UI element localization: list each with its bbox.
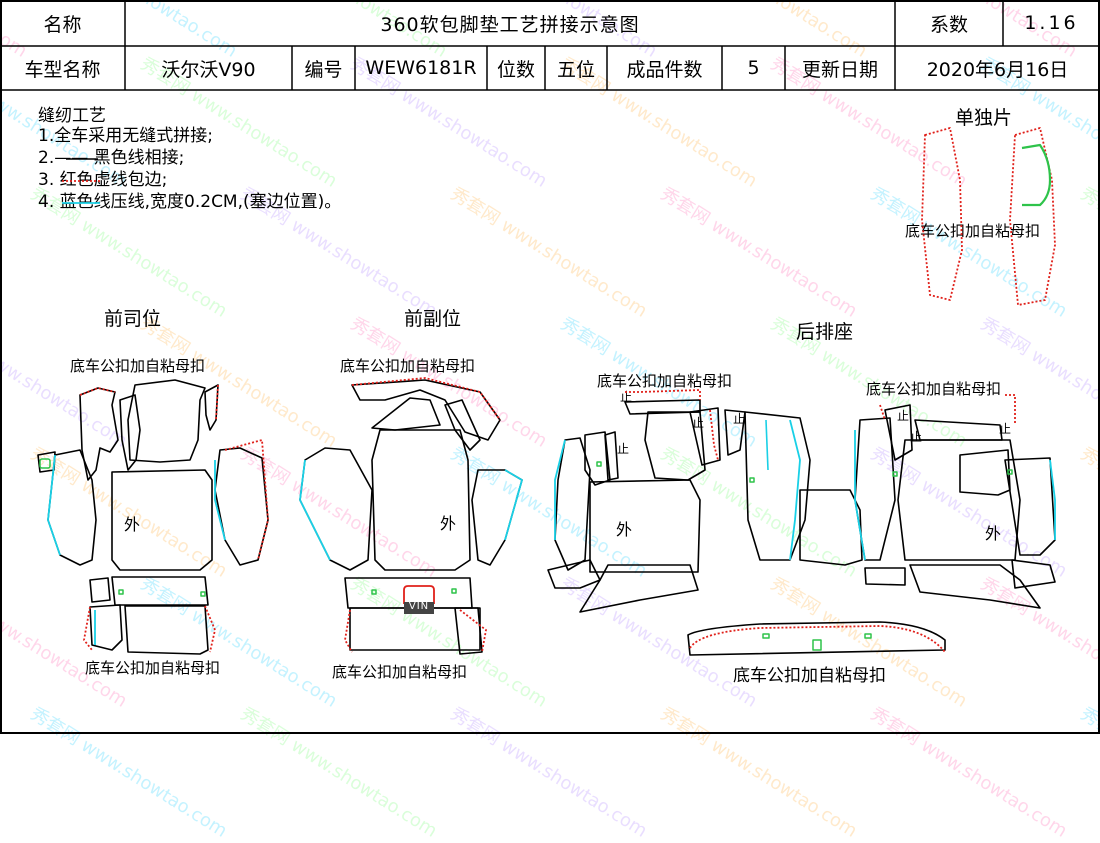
clip-label-passenger-top: 底车公扣加自粘母扣: [340, 357, 476, 375]
pieces-label: 成品件数: [626, 58, 703, 81]
watermark-url: www.showtao.com: [707, 735, 861, 842]
date-label: 更新日期: [801, 58, 878, 81]
coef-label: 系数: [929, 13, 968, 36]
stop-mark-4: 止: [733, 412, 746, 426]
code-value: WEW6181R: [365, 57, 477, 79]
vin-plate: [404, 602, 434, 614]
model-value: 沃尔沃V90: [161, 58, 256, 81]
pieces-value: 5: [747, 57, 760, 79]
process-item-2: 2.—— 黑色线相接;: [38, 148, 185, 168]
section-single: 单独片: [955, 107, 1013, 129]
clip-label-rear-bottom: 底车公扣加自粘母扣: [733, 666, 886, 686]
watermark-url: www.showtao.com: [497, 735, 651, 842]
outer-mark-rear-left: 外: [616, 520, 633, 539]
seats-value: 五位: [556, 58, 595, 81]
process-item-1: 1.全车采用无缝式拼接;: [38, 126, 213, 146]
header-grid: [0, 0, 1100, 734]
process-item-3: 3. 红色虚线包边;: [38, 170, 168, 190]
coef-value: 1.16: [1024, 12, 1079, 34]
stop-mark-2: 止: [617, 442, 630, 456]
outer-mark-driver: 外: [124, 515, 141, 534]
watermark-url: www.showtao.com: [917, 735, 1071, 842]
clip-label-rear-left: 底车公扣加自粘母扣: [597, 372, 733, 390]
clip-label-driver-bottom: 底车公扣加自粘母扣: [85, 659, 221, 677]
page-title: 360软包脚垫工艺拼接示意图: [380, 13, 640, 36]
stop-mark-5: 止: [897, 409, 910, 423]
marker-green: [39, 458, 51, 469]
model-label: 车型名称: [24, 58, 101, 81]
seats-label: 位数: [496, 58, 535, 81]
clip-label-driver-top: 底车公扣加自粘母扣: [70, 357, 206, 375]
date-value: 2020年6月16日: [926, 58, 1069, 81]
single-pieces: [921, 127, 1056, 306]
section-driver: 前司位: [104, 308, 162, 330]
outer-mark-rear-right: 外: [985, 524, 1002, 543]
name-label: 名称: [43, 13, 82, 36]
process-item-4: 4. 蓝色线压线,宽度0.2CM,(塞边位置)。: [38, 192, 342, 212]
code-label: 编号: [304, 58, 343, 81]
stop-mark-1: 止: [620, 390, 633, 404]
clip-label-rear-right: 底车公扣加自粘母扣: [866, 380, 1002, 398]
outer-mark-passenger: 外: [440, 514, 457, 533]
section-rear: 后排座: [796, 321, 854, 343]
clip-label-passenger-bottom: 底车公扣加自粘母扣: [332, 663, 468, 681]
driver-pieces: [37, 379, 269, 655]
watermark-url: www.showtao.com: [77, 735, 231, 842]
rear-pieces: [547, 399, 1056, 656]
vin-label: VIN: [408, 601, 430, 612]
pattern-pieces: [37, 127, 1056, 656]
section-passenger: 前副位: [404, 308, 462, 330]
clip-label-single: 底车公扣加自粘母扣: [905, 222, 1041, 240]
process-heading: 缝纫工艺: [38, 106, 106, 126]
watermark-url: www.showtao.com: [287, 735, 441, 842]
stop-mark-7: 止: [999, 422, 1012, 436]
